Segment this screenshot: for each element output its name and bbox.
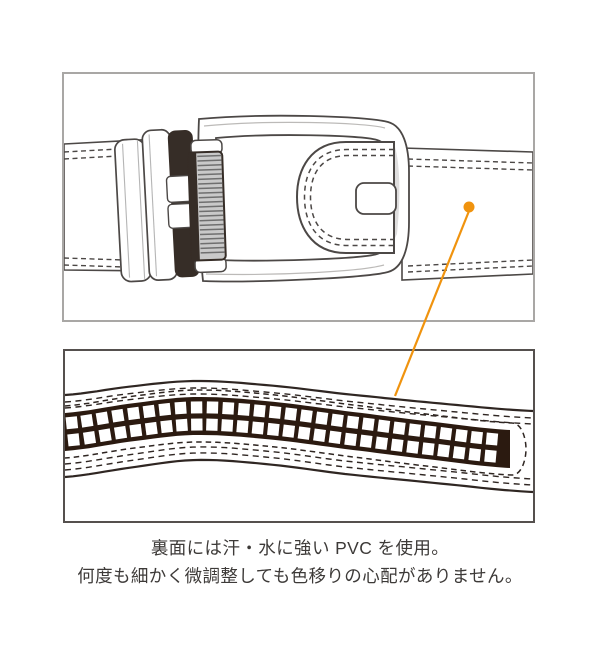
buckle-front-illustration [64,114,533,283]
belt-back-illustration [65,379,533,494]
buckle-front-panel [62,72,535,322]
caption: 裏面には汗・水に強い PVC を使用。 何度も細かく微調整しても色移りの心配があ… [0,534,600,590]
belt-strap-right [401,147,533,281]
ratchet-track [65,397,510,468]
buckle-loop [295,141,395,254]
belt-back-strap [65,379,533,494]
caption-line-1: 裏面には汗・水に強い PVC を使用。 [150,538,450,558]
buckle-lever-tab [355,182,397,215]
belt-back-panel [63,349,535,523]
buckle-clamp [113,128,200,283]
caption-line-2: 何度も細かく微調整しても色移りの心配がありません。 [77,566,523,586]
ratchet-teeth [187,138,227,274]
